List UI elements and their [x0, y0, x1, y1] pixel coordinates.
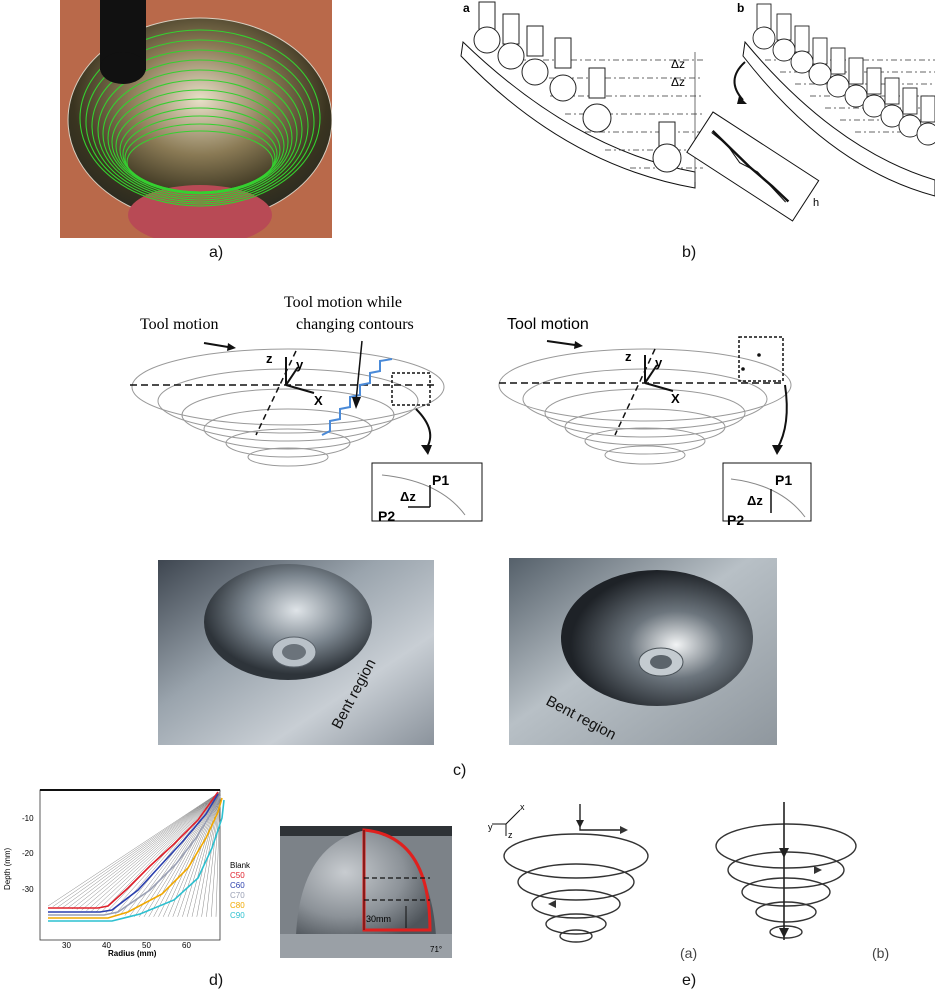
- grid-fan-line: [47, 791, 221, 907]
- grid-fan-line: [52, 791, 221, 907]
- step-down-schematic: a b Δz Δz: [460, 1, 935, 222]
- dz-left: Δz: [400, 489, 416, 504]
- grid-fan-line: [148, 791, 221, 917]
- legend-item-c70: C70: [230, 891, 245, 900]
- caption-e: e): [682, 972, 697, 989]
- label-a: a: [463, 1, 470, 15]
- panel-e-spirals: y z x (a) (b): [480, 790, 935, 970]
- panel-d-chart: Depth (mm) Radius (mm) -10 -20 -30 30 40…: [0, 782, 262, 962]
- dz-right: Δz: [747, 493, 763, 508]
- panel-b-schematic: a b Δz Δz: [455, 0, 935, 240]
- tool-motion-label-right: Tool motion: [507, 316, 589, 333]
- grid-fan-line: [191, 791, 221, 917]
- caption-b: b): [682, 244, 697, 261]
- dz-label-2: Δz: [671, 75, 685, 89]
- photo-dome: 30mm 71°: [280, 826, 452, 958]
- d-xtick-60: 60: [182, 941, 191, 950]
- p1-right: P1: [775, 472, 792, 488]
- series-c70-line: [48, 795, 221, 916]
- tool-motion-changing-line1: Tool motion while: [284, 294, 402, 311]
- grid-fan-line: [86, 791, 221, 911]
- grid-fan-line: [182, 791, 221, 917]
- p1-left: P1: [432, 472, 449, 488]
- label-b: b: [737, 1, 744, 15]
- axis-z-right: z: [625, 349, 632, 364]
- legend-item-c80: C80: [230, 901, 245, 910]
- d-xtick-40: 40: [102, 941, 111, 950]
- grid-fan-line: [100, 791, 221, 913]
- grid-fan-line: [105, 791, 221, 914]
- e-label-b: (b): [872, 945, 889, 961]
- e-axis-y: y: [488, 822, 493, 832]
- caption-d: d): [209, 972, 224, 989]
- grid-fan-line: [91, 791, 221, 912]
- legend-item-c60: C60: [230, 881, 245, 890]
- series-c50-line: [48, 791, 219, 909]
- grid-fan-line: [81, 791, 221, 911]
- panel-c-left-schematic: Tool motion Tool motion while changing c…: [120, 285, 500, 525]
- grid-fan-line: [134, 791, 221, 917]
- grid-fan-line: [177, 791, 221, 917]
- panel-c-right-schematic: Tool motion z y X P1 P2 Δz: [495, 285, 815, 528]
- dome-angle-label: 71°: [430, 945, 442, 954]
- axis-y-left: y: [296, 357, 304, 372]
- d-xtick-30: 30: [62, 941, 71, 950]
- legend-item-c50: C50: [230, 871, 245, 880]
- dome-dim-label: 30mm: [366, 914, 391, 924]
- grid-fan-line: [62, 791, 221, 909]
- d-xlabel: Radius (mm): [108, 949, 157, 958]
- grid-fan-line: [57, 791, 221, 908]
- d-ylabel: Depth (mm): [3, 847, 12, 890]
- p2-right: P2: [727, 512, 744, 525]
- axis-x-left: X: [314, 393, 323, 408]
- panel-a-render: [60, 0, 333, 245]
- tool-motion-label-left: Tool motion: [140, 316, 218, 333]
- grid-fan-line: [129, 791, 221, 917]
- series-c90-line: [48, 799, 225, 922]
- grid-fan-line: [67, 791, 221, 909]
- grid-fan-line: [153, 791, 221, 917]
- grid-fan-line: [71, 791, 221, 910]
- grid-fan-line: [158, 791, 221, 917]
- photo-cone-right: Bent region: [509, 558, 777, 745]
- helical-toolpath-diagram: y z x (a) (b): [488, 802, 889, 961]
- caption-a: a): [209, 244, 224, 261]
- depth-radius-chart: Depth (mm) Radius (mm) -10 -20 -30 30 40…: [3, 789, 251, 958]
- e-axis-x: x: [520, 802, 525, 812]
- d-legend-title: Blank: [230, 861, 251, 870]
- e-label-a: (a): [680, 945, 697, 961]
- dz-label-1: Δz: [671, 57, 685, 71]
- axis-x-right: X: [671, 391, 680, 406]
- tool-motion-changing-line2: changing contours: [296, 316, 414, 333]
- d-ytick-20: -20: [22, 849, 34, 858]
- grid-fan-line: [210, 791, 221, 917]
- d-xtick-50: 50: [142, 941, 151, 950]
- photo-cone-left: Bent region: [158, 560, 434, 745]
- grid-fan-line: [95, 791, 221, 913]
- series-c60-line: [48, 793, 219, 913]
- d-ytick-30: -30: [22, 885, 34, 894]
- legend-item-c90: C90: [230, 911, 245, 920]
- cone-toolpath-render: [60, 0, 333, 245]
- p2-left: P2: [378, 508, 395, 524]
- grid-fan-line: [215, 791, 221, 917]
- caption-c: c): [453, 762, 467, 779]
- h-label: h: [813, 197, 819, 209]
- axis-y-right: y: [655, 355, 663, 370]
- series-c80-line: [48, 797, 223, 919]
- grid-fan-line: [76, 791, 221, 910]
- grid-fan-line: [162, 791, 221, 917]
- axis-z-left: z: [266, 351, 273, 366]
- grid-fan-line: [186, 791, 221, 917]
- d-ytick-10: -10: [22, 814, 34, 823]
- e-axis-z: z: [508, 830, 513, 840]
